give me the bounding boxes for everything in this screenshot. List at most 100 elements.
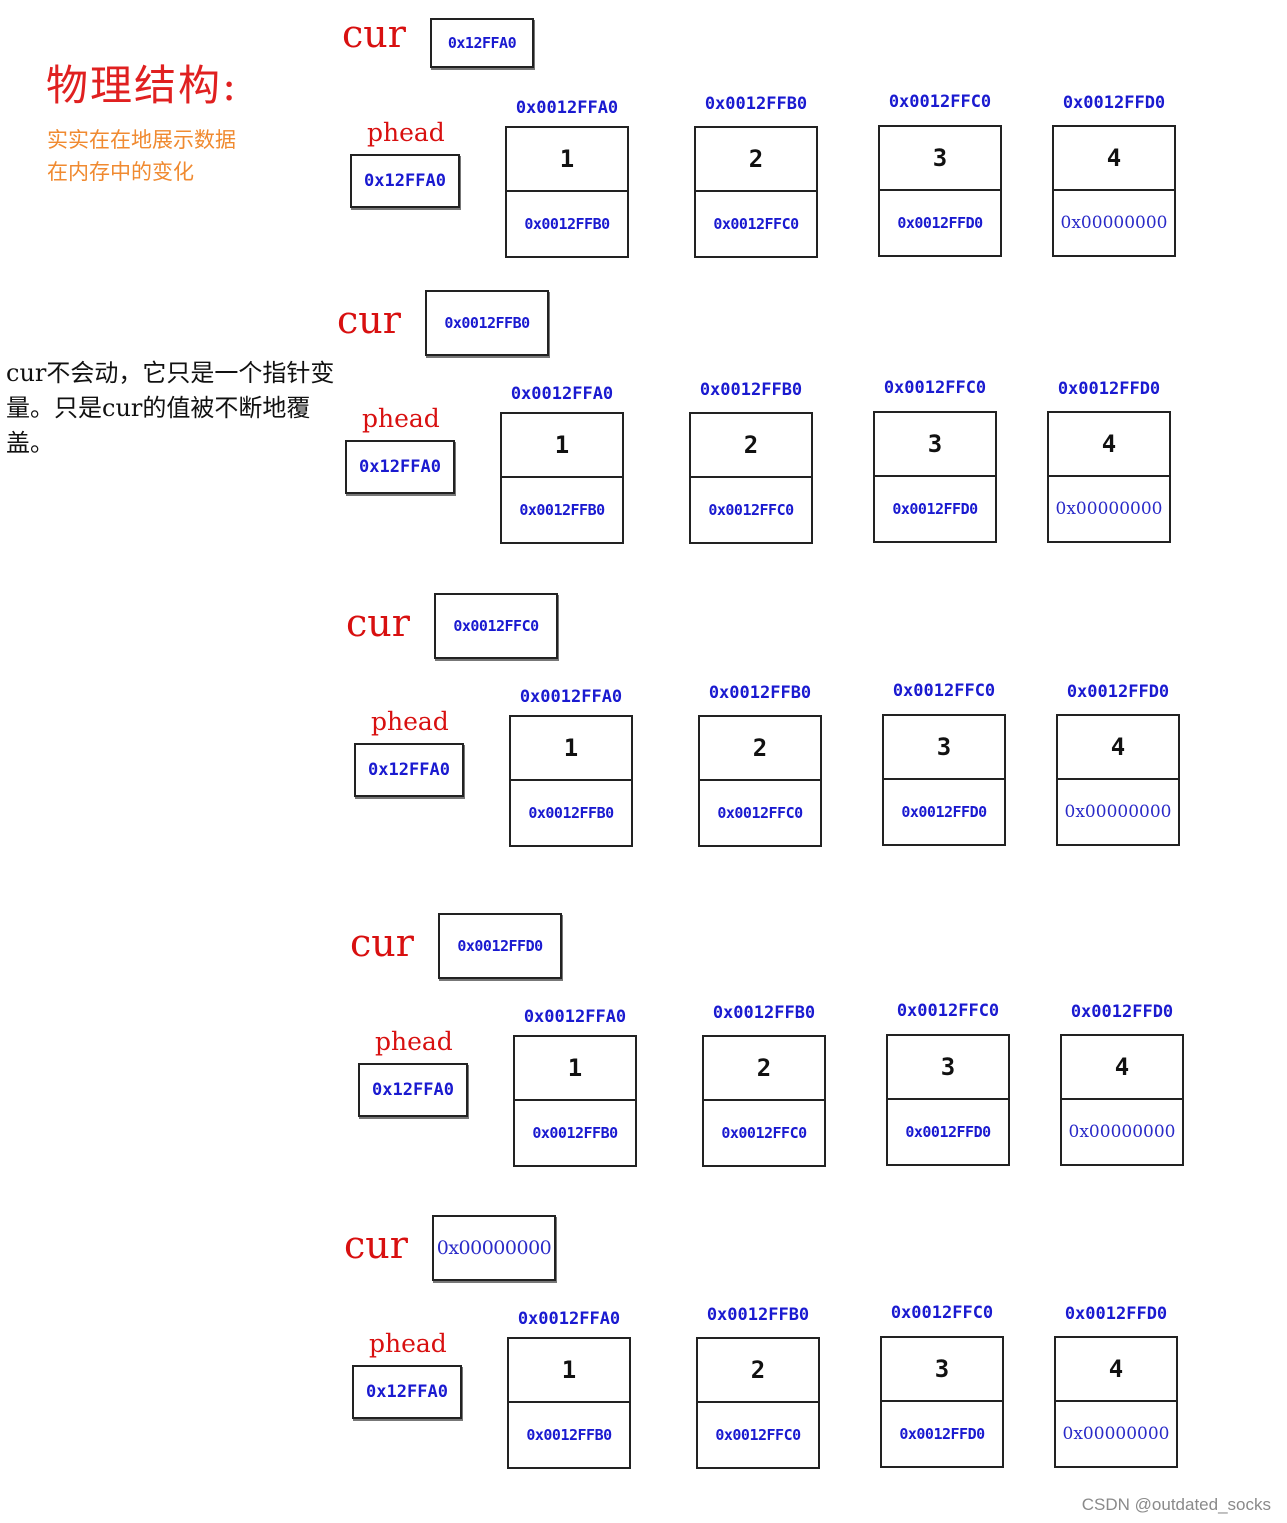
- list-node: 2 0x0012FFC0: [689, 412, 813, 544]
- node-next-pointer-field: 0x00000000: [1062, 1424, 1170, 1444]
- node-next-pointer-field: 0x0012FFC0: [708, 501, 794, 519]
- node-address-label: 0x0012FFA0: [510, 384, 614, 404]
- node-data-field: 3: [884, 716, 1004, 780]
- node-data-field: 4: [1062, 1036, 1182, 1100]
- phead-pointer-box: 0x12FFA0: [350, 154, 460, 208]
- node-address-label: 0x0012FFB0: [699, 380, 803, 400]
- phead-pointer-box: 0x12FFA0: [354, 743, 464, 797]
- phead-label: phead: [371, 707, 449, 736]
- node-address-label: 0x0012FFC0: [883, 378, 987, 398]
- phead-label: phead: [375, 1027, 453, 1056]
- list-node: 3 0x0012FFD0: [882, 714, 1006, 846]
- phead-pointer-box: 0x12FFA0: [352, 1365, 462, 1419]
- node-next-pointer-field: 0x0012FFC0: [713, 215, 799, 233]
- list-node: 3 0x0012FFD0: [880, 1336, 1004, 1468]
- watermark: CSDN @outdated_socks: [1081, 1495, 1271, 1514]
- node-data-field: 1: [509, 1339, 629, 1403]
- node-next-pointer-field: 0x00000000: [1068, 1122, 1176, 1142]
- node-next-pointer-field: 0x0012FFD0: [897, 214, 983, 232]
- node-next-pointer-field: 0x0012FFD0: [899, 1425, 985, 1443]
- cur-pointer-box: 0x0012FFD0: [438, 913, 562, 979]
- node-address-label: 0x0012FFD0: [1064, 1304, 1168, 1324]
- cur-pointer-box: 0x0012FFC0: [434, 593, 558, 659]
- node-data-field: 1: [515, 1037, 635, 1101]
- list-node: 1 0x0012FFB0: [505, 126, 629, 258]
- list-node: 2 0x0012FFC0: [694, 126, 818, 258]
- node-address-label: 0x0012FFC0: [896, 1001, 1000, 1021]
- node-next-pointer-field: 0x0012FFD0: [901, 803, 987, 821]
- list-node: 1 0x0012FFB0: [513, 1035, 637, 1167]
- node-address-label: 0x0012FFB0: [712, 1003, 816, 1023]
- cur-label: cur: [350, 921, 414, 965]
- node-next-pointer-field: 0x0012FFD0: [892, 500, 978, 518]
- list-node: 3 0x0012FFD0: [873, 411, 997, 543]
- phead-pointer-box: 0x12FFA0: [345, 440, 455, 494]
- node-data-field: 3: [888, 1036, 1008, 1100]
- node-address-label: 0x0012FFB0: [708, 683, 812, 703]
- node-data-field: 2: [704, 1037, 824, 1101]
- node-address-label: 0x0012FFA0: [519, 687, 623, 707]
- cur-pointer-box: 0x00000000: [432, 1215, 556, 1281]
- node-address-label: 0x0012FFC0: [890, 1303, 994, 1323]
- list-node: 1 0x0012FFB0: [507, 1337, 631, 1469]
- node-next-pointer-field: 0x00000000: [1060, 213, 1168, 233]
- node-data-field: 1: [507, 128, 627, 192]
- phead-label: phead: [362, 404, 440, 433]
- cur-pointer-box: 0x0012FFB0: [425, 290, 549, 356]
- node-data-field: 2: [700, 717, 820, 781]
- node-next-pointer-field: 0x0012FFB0: [532, 1124, 618, 1142]
- node-data-field: 2: [698, 1339, 818, 1403]
- step-block: cur 0x0012FFD0 phead 0x12FFA0 0x0012FFA0 1 0x0…: [350, 913, 1210, 1197]
- node-next-pointer-field: 0x0012FFC0: [717, 804, 803, 822]
- node-data-field: 1: [502, 414, 622, 478]
- phead-pointer-box: 0x12FFA0: [358, 1063, 468, 1117]
- list-node: 2 0x0012FFC0: [698, 715, 822, 847]
- cur-pointer-box: 0x12FFA0: [430, 18, 534, 68]
- node-next-pointer-field: 0x00000000: [1064, 802, 1172, 822]
- list-node: 4 0x00000000: [1056, 714, 1180, 846]
- cur-label: cur: [337, 298, 401, 342]
- node-address-label: 0x0012FFD0: [1062, 93, 1166, 113]
- node-data-field: 3: [882, 1338, 1002, 1402]
- node-data-field: 4: [1056, 1338, 1176, 1402]
- node-next-pointer-field: 0x0012FFB0: [524, 215, 610, 233]
- list-node: 2 0x0012FFC0: [696, 1337, 820, 1469]
- node-address-label: 0x0012FFD0: [1066, 682, 1170, 702]
- page-subtitle: 实实在在地展示数据在内存中的变化: [47, 128, 236, 184]
- node-next-pointer-field: 0x0012FFB0: [526, 1426, 612, 1444]
- phead-label: phead: [367, 118, 445, 147]
- list-node: 3 0x0012FFD0: [878, 125, 1002, 257]
- cur-label: cur: [344, 1223, 408, 1267]
- node-address-label: 0x0012FFA0: [523, 1007, 627, 1027]
- node-address-label: 0x0012FFD0: [1057, 379, 1161, 399]
- node-next-pointer-field: 0x0012FFB0: [528, 804, 614, 822]
- node-address-label: 0x0012FFD0: [1070, 1002, 1174, 1022]
- list-node: 1 0x0012FFB0: [500, 412, 624, 544]
- node-data-field: 3: [880, 127, 1000, 191]
- step-block: cur 0x0012FFB0 phead 0x12FFA0 0x0012FFA0 1 0x0…: [337, 290, 1197, 574]
- node-data-field: 4: [1058, 716, 1178, 780]
- list-node: 4 0x00000000: [1054, 1336, 1178, 1468]
- node-address-label: 0x0012FFB0: [704, 94, 808, 114]
- cur-label: cur: [346, 601, 410, 645]
- node-data-field: 2: [691, 414, 811, 478]
- node-address-label: 0x0012FFC0: [892, 681, 996, 701]
- cur-label: cur: [342, 12, 406, 56]
- cur-explanation-note: cur不会动，它只是一个指针变量。只是cur的值被不断地覆盖。: [6, 359, 335, 457]
- node-next-pointer-field: 0x0012FFB0: [519, 501, 605, 519]
- node-next-pointer-field: 0x0012FFC0: [715, 1426, 801, 1444]
- list-node: 4 0x00000000: [1060, 1034, 1184, 1166]
- node-next-pointer-field: 0x00000000: [1055, 499, 1163, 519]
- node-data-field: 2: [696, 128, 816, 192]
- node-data-field: 3: [875, 413, 995, 477]
- node-address-label: 0x0012FFB0: [706, 1305, 810, 1325]
- page-title: 物理结构:: [46, 61, 239, 110]
